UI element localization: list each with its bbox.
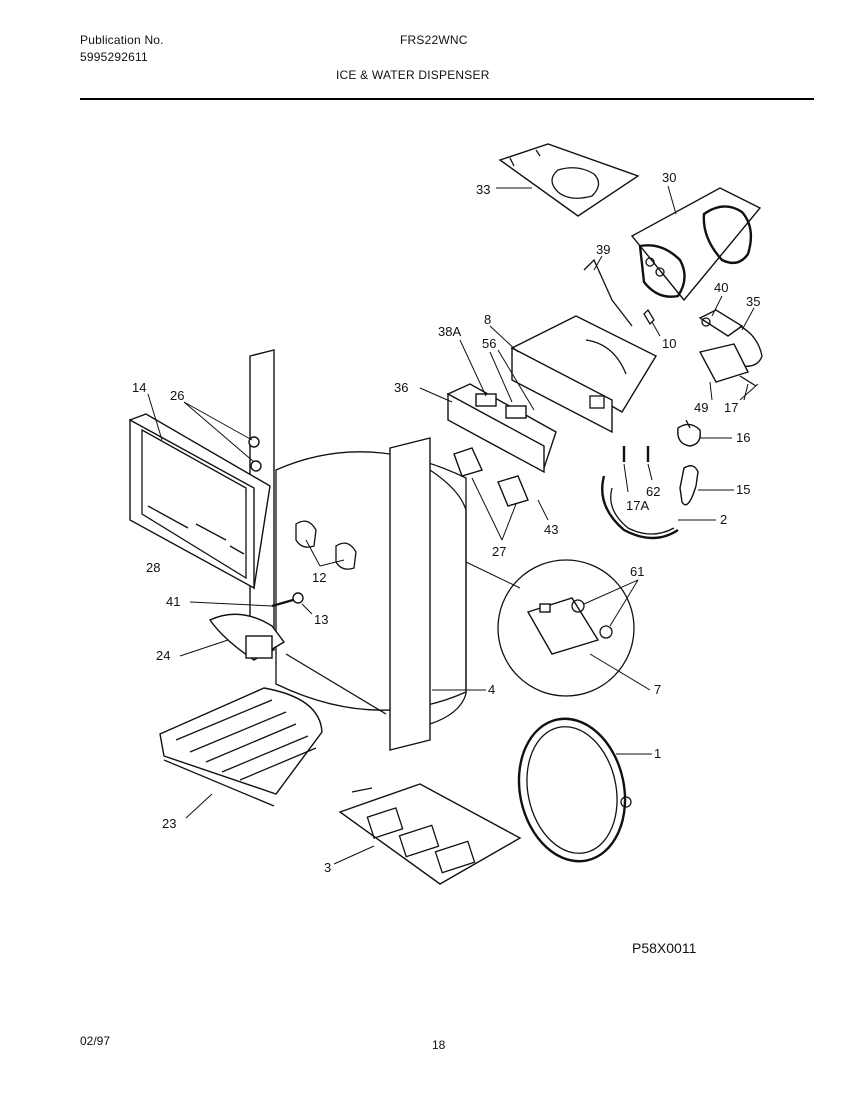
section-title: ICE & WATER DISPENSER — [336, 68, 490, 82]
callout-62: 62 — [646, 484, 660, 499]
callout-23: 23 — [162, 816, 176, 831]
callout-38a: 38A — [438, 324, 461, 339]
callout-30: 30 — [662, 170, 676, 185]
footer-date: 02/97 — [80, 1034, 111, 1048]
part-49-bracket — [698, 343, 757, 387]
callout-labels: 33 30 39 40 35 8 38A 56 10 36 14 26 49 1… — [132, 170, 760, 875]
callout-17: 17 — [724, 400, 738, 415]
part-13-nut — [292, 592, 304, 604]
callout-56: 56 — [482, 336, 496, 351]
part-10-screw — [643, 308, 655, 326]
part-35-harness — [739, 325, 763, 367]
callout-40: 40 — [714, 280, 728, 295]
callout-49: 49 — [694, 400, 708, 415]
callout-12: 12 — [312, 570, 326, 585]
part-26-screws — [248, 436, 262, 472]
callout-1: 1 — [654, 746, 661, 761]
publication-number: 5995292611 — [80, 50, 148, 64]
callout-2: 2 — [720, 512, 727, 527]
leader-lines — [147, 185, 759, 865]
callout-4: 4 — [488, 682, 495, 697]
part-23-drip-tray — [159, 687, 323, 807]
publication-label: Publication No. — [80, 33, 164, 47]
callout-39: 39 — [596, 242, 610, 257]
callout-26: 26 — [170, 388, 184, 403]
callout-36: 36 — [394, 380, 408, 395]
part-30-chute-assembly — [630, 187, 762, 302]
callout-35: 35 — [746, 294, 760, 309]
part-24-paddle — [208, 613, 286, 661]
part-15-bulb — [679, 465, 699, 506]
callout-61: 61 — [630, 564, 644, 579]
callout-41: 41 — [166, 594, 180, 609]
part-8-housing — [510, 315, 657, 434]
callout-43: 43 — [544, 522, 558, 537]
part-33-cover-plate — [498, 143, 640, 217]
callout-15: 15 — [736, 482, 750, 497]
part-7-switch-detail — [465, 559, 635, 697]
callout-17a: 17A — [626, 498, 649, 513]
model-number: FRS22WNC — [400, 33, 468, 47]
part-16-knob — [677, 419, 701, 447]
part-28-display-panel — [128, 413, 271, 590]
callout-13: 13 — [314, 612, 328, 627]
header-rule — [80, 98, 814, 100]
part-40-solenoid — [698, 309, 744, 337]
part-36-front-panel — [446, 383, 557, 474]
callout-14: 14 — [132, 380, 146, 395]
callout-3: 3 — [324, 860, 331, 875]
callout-10: 10 — [662, 336, 676, 351]
page-number: 18 — [432, 1038, 446, 1052]
callout-28: 28 — [146, 560, 160, 575]
part-39-spring — [583, 258, 633, 327]
part-3-heater-pad — [338, 783, 522, 885]
part-2-wire-harness — [601, 475, 679, 540]
callout-24: 24 — [156, 648, 170, 663]
callout-27: 27 — [492, 544, 506, 559]
part-27-clips — [453, 447, 529, 507]
part-1-water-tube — [517, 717, 632, 863]
callout-33: 33 — [476, 182, 490, 197]
callout-16: 16 — [736, 430, 750, 445]
figure-code: P58X0011 — [632, 940, 697, 956]
callout-8: 8 — [484, 312, 491, 327]
callout-7: 7 — [654, 682, 661, 697]
